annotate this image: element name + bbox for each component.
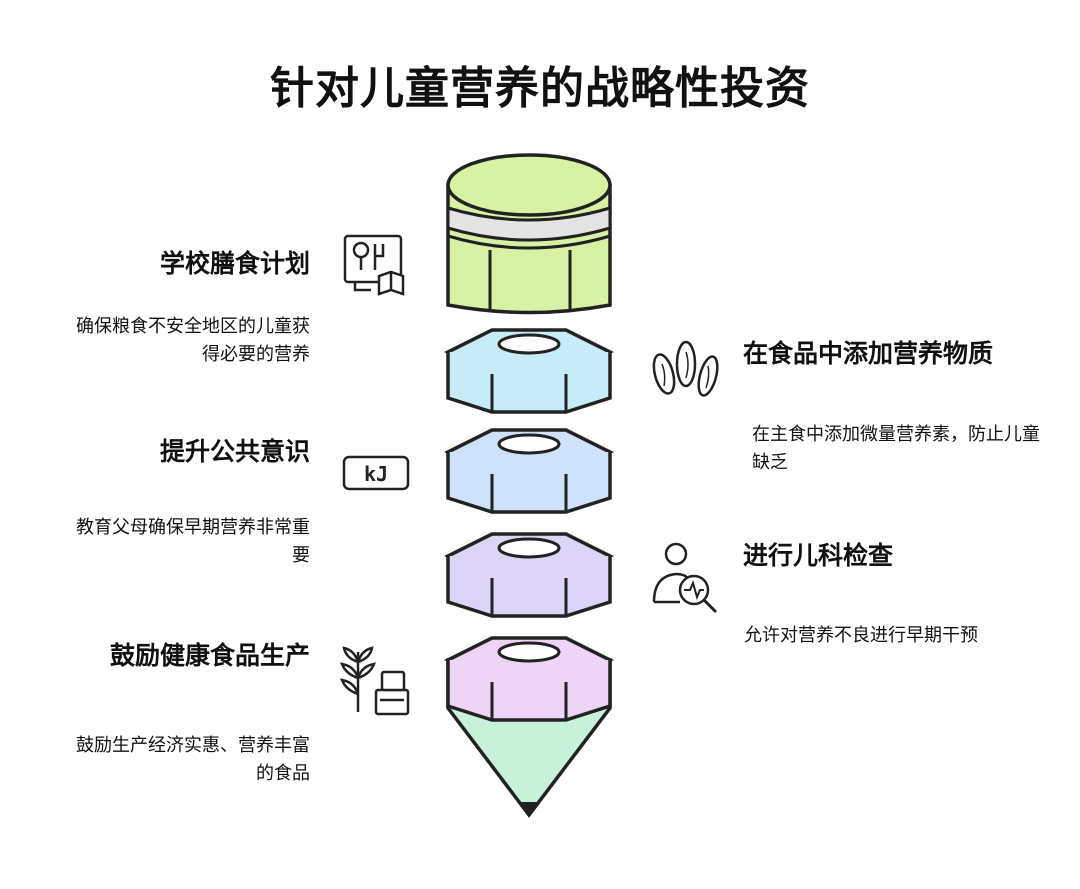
strategy-heading-school-meals: 学校膳食计划	[159, 249, 310, 278]
recipe-book-icon	[343, 234, 405, 296]
hex-nut-3	[444, 532, 614, 618]
strategy-heading-pediatric-check: 进行儿科检查	[743, 541, 894, 570]
hex-nut-4	[444, 636, 614, 818]
strategy-heading-fortification: 在食品中添加营养物质	[743, 339, 994, 368]
strategy-desc-school-meals: 确保粮食不安全地区的儿童获得必要的营养	[76, 316, 310, 365]
strategy-desc-healthy-food: 鼓励生产经济实惠、营养丰富的食品	[76, 735, 310, 784]
strategy-desc-pediatric-check: 允许对营养不良进行早期干预	[744, 625, 978, 646]
wheat-grocery-icon	[340, 646, 410, 716]
hex-nut-2	[444, 428, 614, 514]
pencil-cap	[446, 153, 612, 315]
page-title: 针对儿童营养的战略性投资	[270, 63, 810, 114]
strategy-heading-public-awareness: 提升公共意识	[159, 437, 310, 466]
seeds-icon	[652, 340, 719, 397]
strategy-heading-healthy-food: 鼓励健康食品生产	[109, 641, 310, 670]
strategy-desc-public-awareness: 教育父母确保早期营养非常重要	[76, 517, 310, 566]
strategy-desc-fortification: 在主食中添加微量营养素，防止儿童缺乏	[752, 424, 1040, 473]
kj-label-icon: kJ	[342, 455, 410, 491]
svg-text:kJ: kJ	[364, 462, 388, 486]
hex-nut-1	[444, 328, 614, 414]
health-check-icon	[652, 542, 718, 614]
